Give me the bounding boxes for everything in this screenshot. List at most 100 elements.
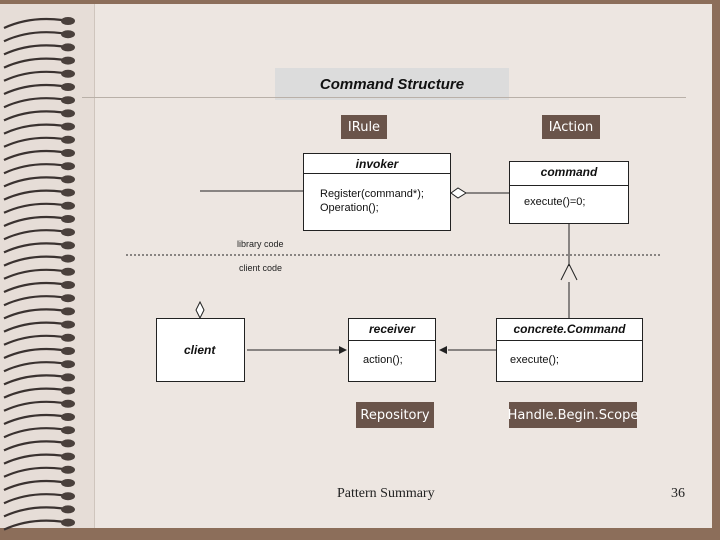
concrete-command-class: concrete.Command execute(); <box>496 318 643 382</box>
receiver-divider <box>349 340 435 341</box>
client-receiver-arrowhead-icon <box>339 346 347 354</box>
spiral-ring <box>3 57 63 69</box>
client-class: client <box>156 318 245 382</box>
spiral-hole <box>61 439 75 448</box>
spiral-ring <box>3 374 63 386</box>
concrete-command-divider <box>497 340 642 341</box>
invoker-divider <box>304 173 450 174</box>
spiral-hole <box>61 241 75 250</box>
spiral-hole <box>61 492 75 501</box>
library-code-label: library code <box>237 239 284 249</box>
spiral-ring <box>3 453 63 465</box>
spiral-ring <box>3 400 63 412</box>
spiral-ring <box>3 255 63 267</box>
spiral-ring <box>3 321 63 333</box>
receiver-op-action: action(); <box>363 354 403 366</box>
spiral-hole <box>61 254 75 263</box>
spiral-hole <box>61 347 75 355</box>
receiver-class-name: receiver <box>368 322 416 336</box>
footer-text: Pattern Summary <box>337 486 435 501</box>
spiral-ring <box>3 334 63 346</box>
spiral-ring <box>3 295 63 307</box>
spiral-ring <box>3 44 63 56</box>
concrete-op-execute: execute(); <box>510 354 559 366</box>
spiral-ring <box>3 202 63 214</box>
invoker-class: invoker Register(command*); Operation(); <box>303 153 451 231</box>
spiral-binding-icon <box>3 17 75 531</box>
spiral-ring <box>3 361 63 373</box>
tag-repository: Repository <box>356 402 434 428</box>
command-class: command execute()=0; <box>509 161 629 224</box>
spiral-hole <box>61 320 75 329</box>
spiral-hole <box>61 17 75 25</box>
spiral-hole <box>61 465 75 474</box>
spiral-hole <box>61 386 75 395</box>
spiral-ring <box>3 70 63 82</box>
spiral-hole <box>61 294 75 303</box>
spiral-ring <box>3 176 63 188</box>
inheritance-arrow-icon <box>560 262 578 281</box>
spiral-hole <box>61 56 75 65</box>
spiral-hole <box>61 505 75 514</box>
spiral-hole <box>61 30 75 39</box>
spiral-hole <box>61 360 75 369</box>
concrete-command-class-name: concrete.Command <box>513 322 626 336</box>
spiral-ring <box>3 268 63 280</box>
slide-title: Command Structure <box>275 68 509 100</box>
spiral-ring <box>3 281 63 293</box>
spiral-hole <box>61 373 75 382</box>
spiral-hole <box>61 518 75 527</box>
spiral-hole <box>61 175 75 184</box>
invoker-op-operation: Operation(); <box>320 202 379 214</box>
spiral-hole <box>61 188 75 197</box>
spiral-ring <box>3 110 63 122</box>
spiral-hole <box>61 228 75 237</box>
spiral-ring <box>3 149 63 161</box>
command-op-execute: execute()=0; <box>524 196 586 208</box>
spiral-ring <box>3 387 63 399</box>
spiral-hole <box>61 149 75 157</box>
spiral-ring <box>3 427 63 439</box>
spiral-ring <box>3 17 63 29</box>
spiral-hole <box>61 201 75 210</box>
spiral-ring <box>3 493 63 505</box>
spiral-ring <box>3 242 63 254</box>
spiral-ring <box>3 97 63 109</box>
spiral-hole <box>61 267 75 276</box>
client-diamond-icon <box>195 300 205 320</box>
spiral-ring <box>3 136 63 148</box>
invoker-class-name: invoker <box>355 157 399 171</box>
spiral-ring <box>3 215 63 227</box>
spiral-hole <box>61 96 75 105</box>
spiral-ring <box>3 308 63 320</box>
spiral-ring <box>3 83 63 95</box>
concrete-receiver-arrowhead-icon <box>439 346 447 354</box>
spiral-hole <box>61 452 75 461</box>
spiral-ring <box>3 31 63 43</box>
spiral-ring <box>3 519 63 531</box>
client-class-name: client <box>184 343 216 357</box>
spiral-hole <box>61 122 75 131</box>
spiral-ring <box>3 479 63 491</box>
spiral-hole <box>61 281 75 289</box>
spiral-hole <box>61 43 75 52</box>
spiral-hole <box>61 215 75 223</box>
tag-irule: IRule <box>341 115 387 139</box>
aggregation-diamond-icon <box>450 187 467 199</box>
spiral-hole <box>61 109 75 118</box>
tag-iaction: IAction <box>542 115 600 139</box>
client-code-label: client code <box>239 263 283 273</box>
receiver-class: receiver action(); <box>348 318 436 382</box>
spiral-ring <box>3 506 63 518</box>
spiral-ring <box>3 163 63 175</box>
spiral-hole <box>61 333 75 342</box>
spiral-hole <box>61 413 75 421</box>
page-number: 36 <box>671 486 685 501</box>
spiral-hole <box>61 83 75 91</box>
spiral-ring <box>3 229 63 241</box>
spiral-hole <box>61 162 75 171</box>
tag-handle-begin-scope: Handle.Begin.Scope <box>508 402 638 428</box>
spiral-ring <box>3 440 63 452</box>
spiral-ring <box>3 466 63 478</box>
command-divider <box>510 185 628 186</box>
